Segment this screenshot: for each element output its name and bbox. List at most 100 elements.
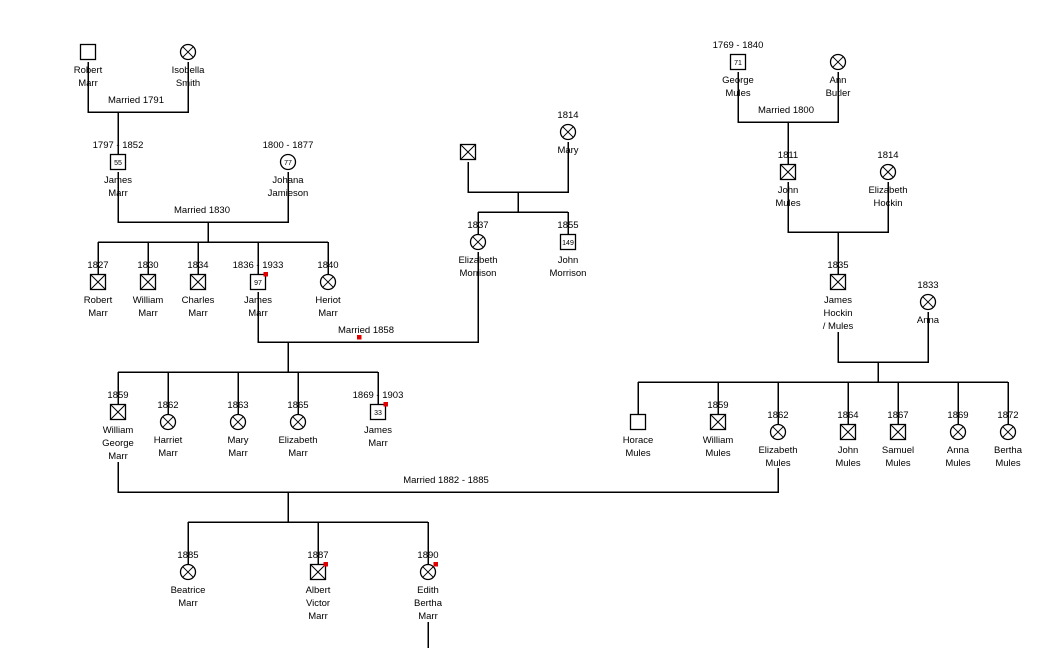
male-symbol-icon xyxy=(109,153,127,171)
person-name-line: Bertha xyxy=(414,598,443,609)
person-name-line: Marr xyxy=(318,308,338,319)
person-name-line: Marr xyxy=(178,598,198,609)
person-name-line: Marr xyxy=(108,188,128,199)
deceased-mark-icon xyxy=(882,166,894,178)
deceased-mark-icon xyxy=(830,274,846,290)
note-flag-icon xyxy=(323,562,328,567)
deceased-mark-icon xyxy=(890,424,906,440)
person-years: 1867 xyxy=(887,410,908,421)
deceased-mark-icon xyxy=(292,416,304,428)
person-name-line: Elizabeth xyxy=(758,445,797,456)
age-at-death: 33 xyxy=(374,410,382,417)
deceased-mark-icon xyxy=(780,164,796,180)
person-name-line: Anna xyxy=(917,315,940,326)
person-years: 1833 xyxy=(917,280,938,291)
person-name-line: Samuel xyxy=(882,445,914,456)
person-name-line: Edith xyxy=(417,585,439,596)
person-name-line: James xyxy=(244,295,272,306)
male-symbol-icon xyxy=(249,273,267,291)
person-name-line: Robert xyxy=(84,295,113,306)
person-years: 1814 xyxy=(557,110,578,121)
deceased-mark-icon xyxy=(140,274,156,290)
person-name-line: Morrison xyxy=(460,268,497,279)
person-years: 1837 xyxy=(467,220,488,231)
male-symbol-icon xyxy=(629,413,647,431)
person-name-line: Marr xyxy=(248,308,268,319)
person-name-line: John xyxy=(558,255,579,266)
age-at-death: 71 xyxy=(734,60,742,67)
age-at-death: 149 xyxy=(562,240,574,247)
person-name-line: Elizabeth xyxy=(278,435,317,446)
person-years: 1865 xyxy=(287,400,308,411)
person-years: 1859 xyxy=(707,400,728,411)
deceased-mark-icon xyxy=(952,426,964,438)
male-symbol-icon xyxy=(369,403,387,421)
age-at-death: 77 xyxy=(284,160,292,167)
age-at-death: 55 xyxy=(114,160,122,167)
deceased-mark-icon xyxy=(190,274,206,290)
person-years: 1887 xyxy=(307,550,328,561)
deceased-mark-icon xyxy=(110,404,126,420)
person-name-line: Charles xyxy=(182,295,215,306)
connector-line xyxy=(117,462,779,493)
deceased-mark-icon xyxy=(460,144,476,160)
person-name-line: Bertha xyxy=(994,445,1023,456)
person-morrison-father[interactable] xyxy=(459,143,477,161)
person-name-line: Morrison xyxy=(550,268,587,279)
connector-line xyxy=(87,62,189,113)
person-name-line: Marr xyxy=(368,438,388,449)
deceased-mark-icon xyxy=(310,564,326,580)
person-name-line: Marr xyxy=(138,308,158,319)
person-years: 1830 xyxy=(137,260,158,271)
person-name-line: Ann xyxy=(830,75,847,86)
deceased-mark-icon xyxy=(422,566,434,578)
person-years: 1862 xyxy=(767,410,788,421)
deceased-mark-icon xyxy=(922,296,934,308)
person-name-line: Mules xyxy=(995,458,1021,469)
person-years: 1840 xyxy=(317,260,338,271)
deceased-mark-icon xyxy=(182,566,194,578)
person-name-line: Marr xyxy=(418,611,438,622)
male-symbol-icon xyxy=(559,233,577,251)
person-name-line: Jamieson xyxy=(268,188,309,199)
note-flag-icon xyxy=(433,562,438,567)
person-name-line: Mules xyxy=(725,88,751,99)
person-years: 1864 xyxy=(837,410,858,421)
person-name-line: Mary xyxy=(557,145,578,156)
deceased-mark-icon xyxy=(472,236,484,248)
